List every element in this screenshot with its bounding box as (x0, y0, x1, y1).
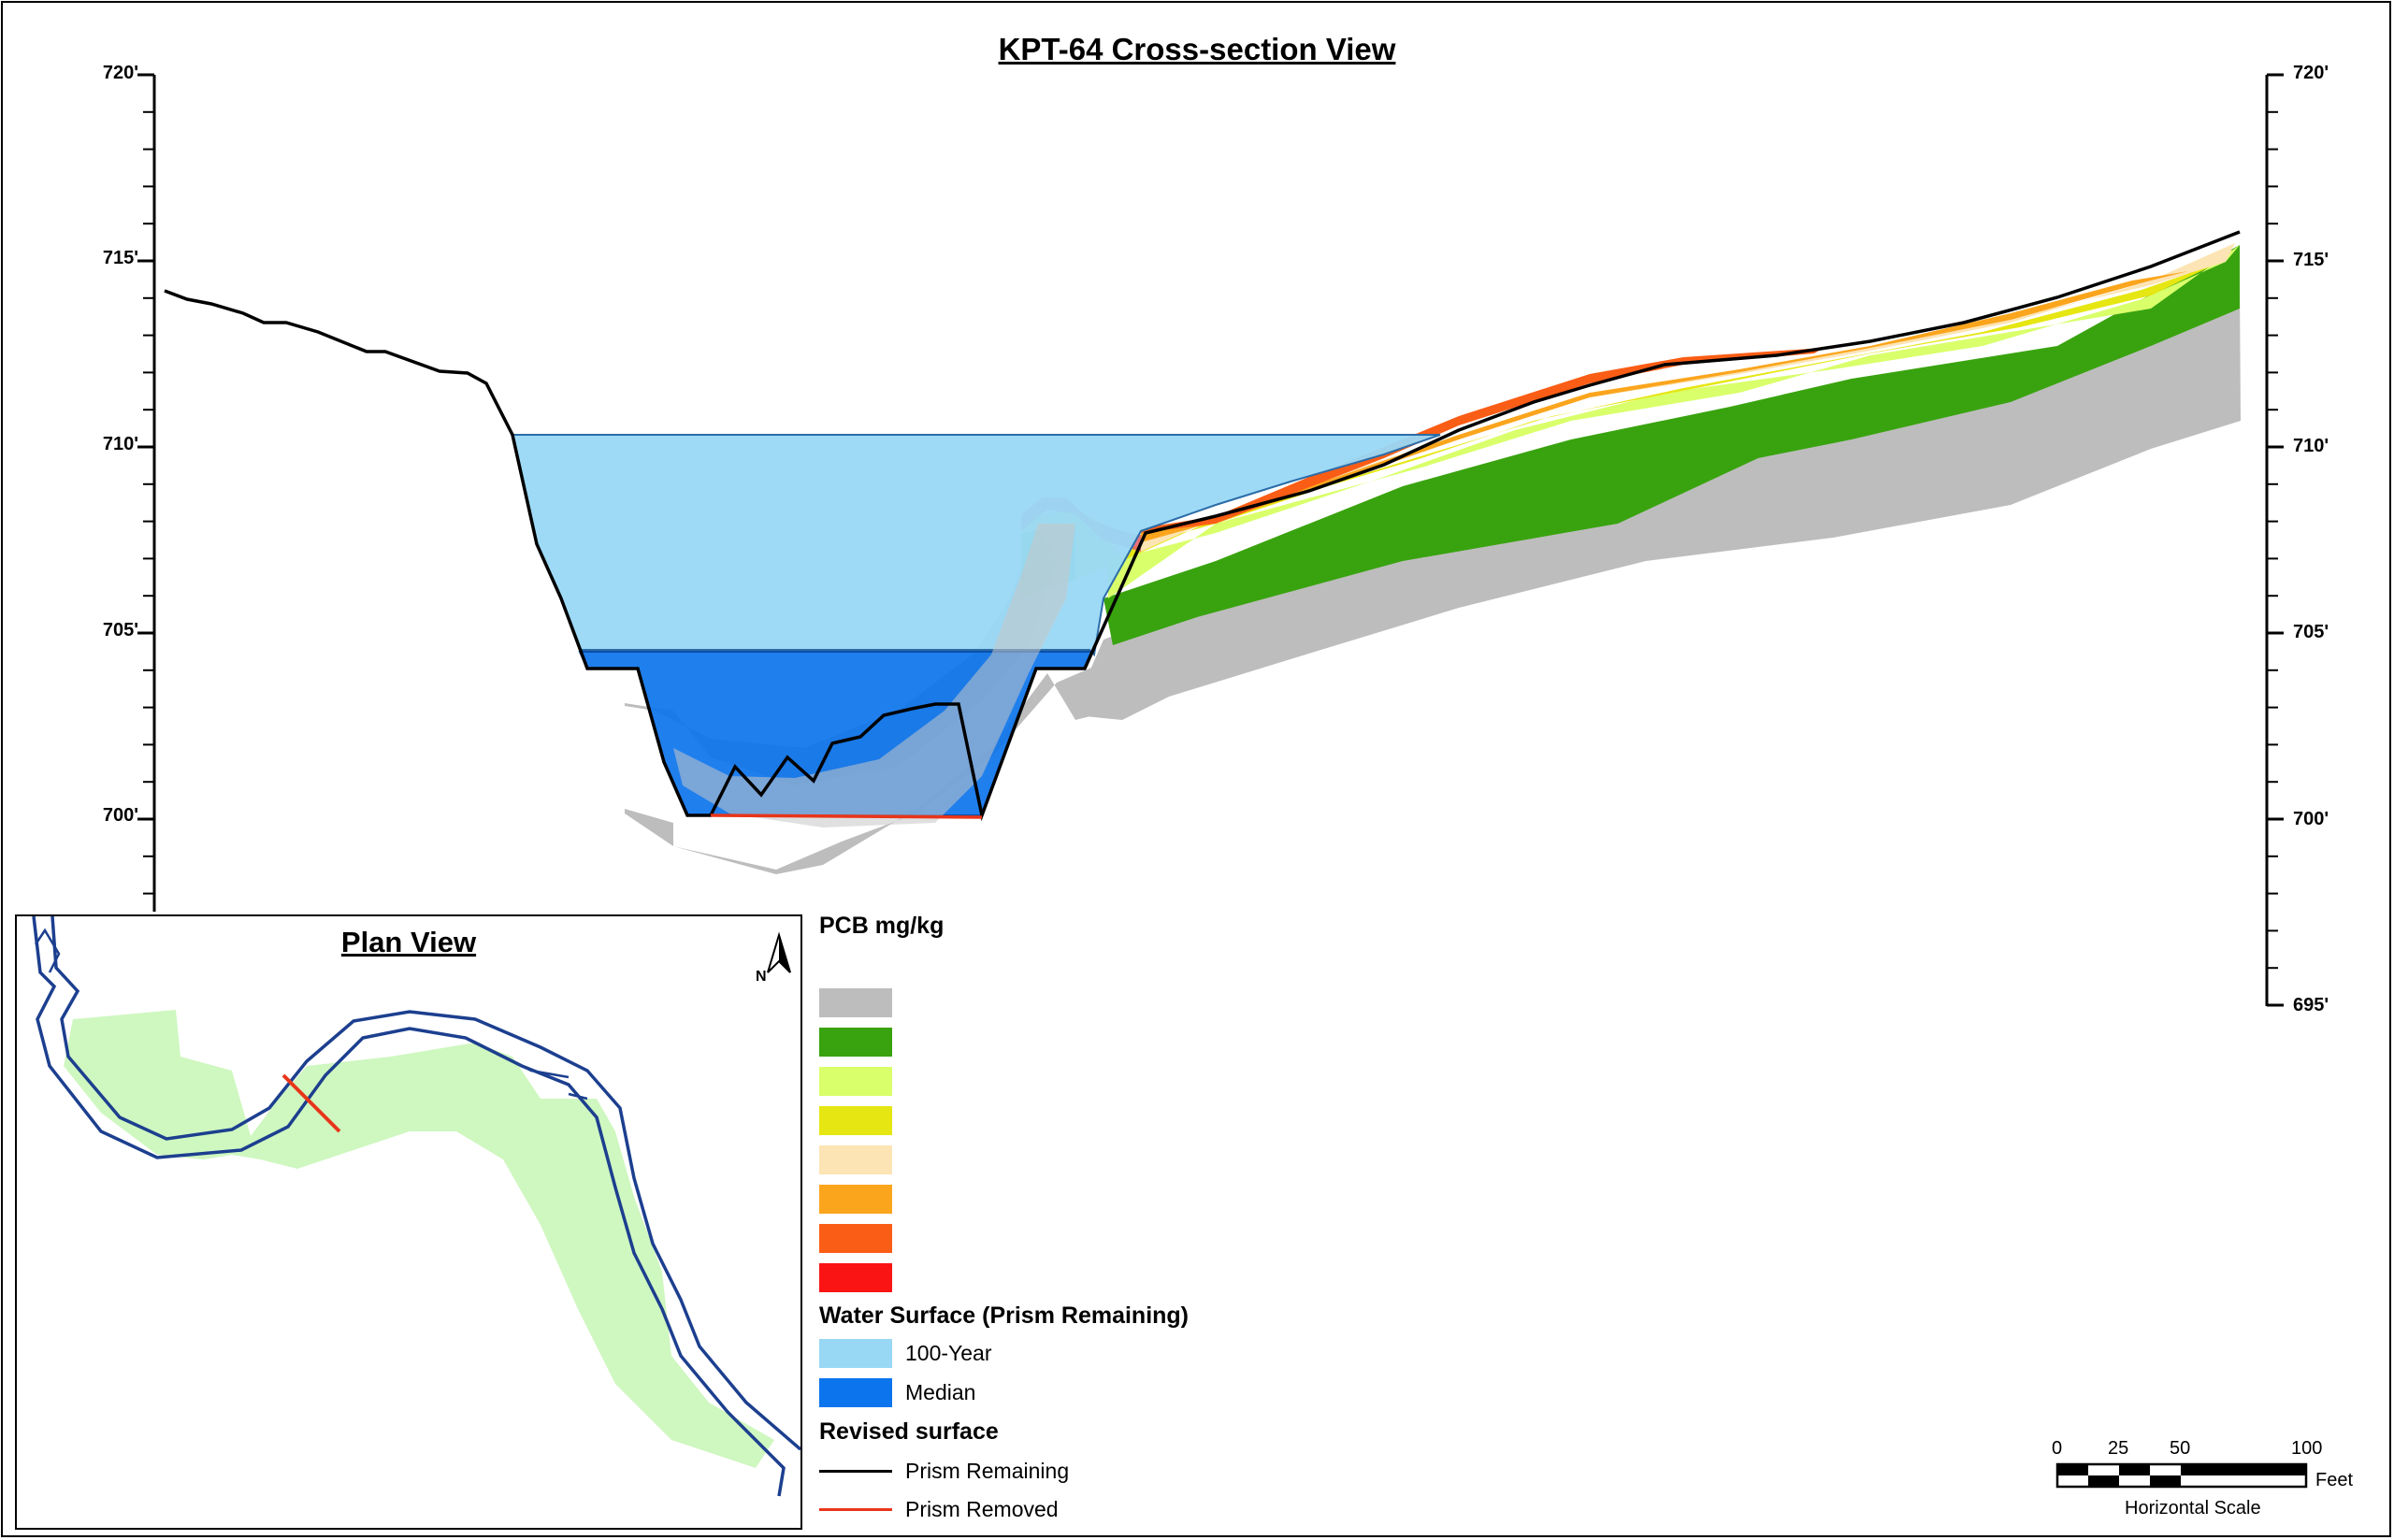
elevation-axes (137, 73, 2284, 1007)
scale-seg-2 (2088, 1475, 2119, 1487)
legend-swatch-median (819, 1378, 892, 1407)
cross-section-title: KPT-64 Cross-section View (998, 32, 1396, 66)
scale-seg-1 (2057, 1464, 2088, 1475)
revised-surface-lines (164, 230, 2241, 822)
legend-pcb-swatch-2 (819, 1028, 892, 1057)
left-tick-715: 715' (102, 248, 138, 268)
layer-green-right (1103, 245, 2240, 645)
plan-section-line (281, 1073, 341, 1133)
scale-unit: Feet (2315, 1470, 2354, 1490)
legend-line-prism-remaining (819, 1470, 892, 1473)
right-axis-ticks (2267, 73, 2284, 1007)
scale-label-0: 0 (2052, 1438, 2063, 1459)
prism-remaining-line (164, 230, 2241, 822)
right-tick-695: 695' (2293, 995, 2329, 1015)
scale-seg-4 (2150, 1475, 2181, 1487)
right-tick-720: 720' (2293, 63, 2329, 83)
plan-river-channel (34, 928, 588, 1101)
legend-surface-heading: Revised surface (819, 1418, 999, 1445)
scale-caption: Horizontal Scale (2125, 1498, 2261, 1518)
north-arrow-icon (767, 931, 791, 973)
legend-label-median: Median (905, 1380, 976, 1404)
legend-pcb-swatch-8 (819, 1263, 892, 1292)
legend-line-prism-removed (819, 1508, 892, 1511)
scale-bar (2055, 1462, 2308, 1489)
plan-river-outer (32, 916, 786, 1497)
plan-river-inner (50, 916, 800, 1451)
scale-label-25: 25 (2108, 1438, 2129, 1459)
legend-pcb-heading: PCB mg/kg (819, 913, 945, 939)
right-tick-710: 710' (2293, 436, 2329, 456)
legend-pcb-swatch-7 (819, 1224, 892, 1253)
left-tick-700: 700' (102, 805, 138, 826)
left-axis-ticks (137, 73, 154, 895)
legend-swatch-100-year (819, 1339, 892, 1368)
legend-pcb-swatch-6 (819, 1185, 892, 1214)
plan-floodplain-area (64, 1010, 774, 1468)
legend-water-heading: Water Surface (Prism Remaining) (819, 1303, 1190, 1329)
scale-seg-3 (2119, 1464, 2150, 1475)
legend-pcb-swatch-1 (819, 988, 892, 1017)
left-tick-705: 705' (102, 620, 138, 640)
left-tick-720: 720' (102, 63, 138, 83)
legend-pcb-swatch-4 (819, 1106, 892, 1135)
right-tick-715: 715' (2293, 250, 2329, 270)
water-overlay-grey (673, 524, 1075, 828)
legend-label-100-year: 100-Year (905, 1341, 992, 1365)
north-label: N (756, 969, 767, 985)
scale-label-50: 50 (2170, 1438, 2191, 1459)
legend-label-prism-remaining: Prism Remaining (905, 1459, 1070, 1483)
layer-orange-right (1141, 271, 2188, 542)
right-tick-705: 705' (2293, 622, 2329, 642)
left-tick-710: 710' (102, 434, 138, 454)
plan-view-inset: Plan View (15, 914, 802, 1530)
legend-label-prism-removed: Prism Removed (905, 1497, 1059, 1521)
scale-seg-5 (2181, 1464, 2306, 1475)
prism-removed-line (710, 813, 983, 819)
right-tick-700: 700' (2293, 809, 2329, 829)
plan-view-title: Plan View (340, 926, 477, 958)
plan-view-map (32, 916, 800, 1497)
scale-label-100: 100 (2291, 1438, 2323, 1459)
legend-pcb-swatch-5 (819, 1145, 892, 1174)
legend-pcb-swatch-3 (819, 1067, 892, 1096)
